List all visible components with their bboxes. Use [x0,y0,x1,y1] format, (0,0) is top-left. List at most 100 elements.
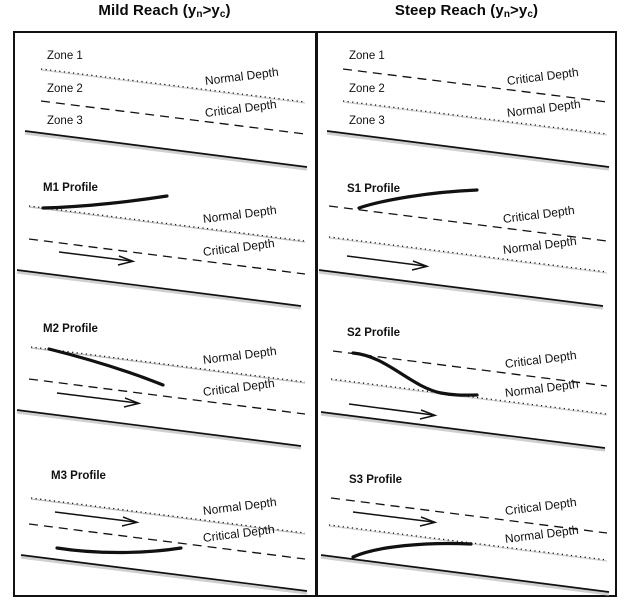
title-steep-mid: >y [510,2,528,19]
flow-arrow-head [117,255,136,266]
flow-arrow [58,251,136,266]
panel-mild-m3: M3 Profile Normal Depth Critical Depth [15,456,315,597]
flow-arrow [352,511,438,527]
s3-profile-curve [351,541,473,559]
flow-arrow-shaft [352,511,434,523]
channel-bed-shadow [16,270,302,310]
panel-steep-s2: S2 Profile Critical Depth Normal Depth [317,315,617,456]
title-mild-reach: Mild Reach (yn>yc) [13,2,316,20]
flow-arrow [346,255,430,271]
title-steep-main: Steep Reach (y [394,2,504,19]
panel-steep-s3-graphic [320,497,610,596]
flow-arrow-head [123,397,142,408]
column-steep-reach: Zone 1 Zone 2 Zone 3 Critical Depth Norm… [317,33,617,597]
flow-arrow-head [121,516,140,527]
title-mild-mid: >y [202,2,220,19]
zone-2-label: Zone 2 [47,83,83,95]
normal-depth-shadow [342,101,608,136]
critical-depth-line [330,497,608,534]
normal-depth-shadow [30,498,306,535]
critical-depth-line [28,378,306,415]
channel-bed-line [320,554,610,593]
flow-arrow-head [419,516,438,527]
normal-depth-shadow [328,237,608,274]
panel-mild-zones-graphic [24,68,308,171]
normal-depth-shadow [40,69,306,104]
m3-profile-label: M3 Profile [51,470,106,482]
critical-depth-line [28,523,306,560]
m2-profile-label: M2 Profile [43,323,98,335]
zone-1-label: Zone 1 [47,50,83,62]
normal-depth-shadow [28,206,306,243]
channel-bed-line [16,269,302,307]
channel-bed-shadow [16,410,302,450]
panel-mild-m1-graphic [16,194,306,310]
normal-depth-shadow [30,347,306,384]
panel-steep-s3: S3 Profile Critical Depth Normal Depth [317,456,617,597]
title-steep-end: ) [533,2,539,19]
channel-bed-shadow [320,412,606,452]
panel-mild-m1: M1 Profile Normal Depth Critical Depth [15,174,315,315]
s2-profile-label: S2 Profile [347,327,401,339]
flow-arrow-shaft [54,511,136,523]
flow-arrow-head [411,260,430,271]
m1-profile-curve [41,194,169,210]
column-divider [315,33,318,595]
normal-depth-line [30,497,306,534]
panel-steep-zones-graphic [326,68,610,171]
column-mild-reach: Zone 1 Zone 2 Zone 3 Normal Depth Critic… [15,33,315,595]
title-mild-sub-n: n [196,9,203,20]
zone-3-label: Zone 3 [47,115,83,127]
title-steep-sub-n: n [503,9,511,20]
flow-arrow-head [419,409,438,420]
channel-bed-line [318,269,604,307]
normal-depth-line [28,205,306,242]
channel-bed-shadow [318,270,604,310]
s3-profile-label: S3 Profile [349,474,403,486]
normal-depth-line [328,236,608,273]
panel-steep-s1-graphic [318,188,608,310]
channel-bed-shadow [24,131,308,171]
panel-mild-m3-graphic [20,497,308,595]
m3-profile-curve [55,546,183,555]
title-mild-end: ) [225,2,231,19]
critical-depth-line [28,238,306,275]
flow-arrow-shaft [348,403,434,416]
panel-mild-m2: M2 Profile Normal Depth Critical Depth [15,315,315,456]
m2-profile-curve [47,347,165,387]
channel-bed-shadow [326,131,610,171]
channel-bed-line [320,411,606,449]
panel-mild-m2-graphic [16,346,306,450]
normal-depth-line [342,100,608,135]
critical-depth-line [332,350,608,387]
flow-arrow [348,403,438,420]
channel-bed-line [326,130,610,168]
normal-depth-line [30,346,306,383]
s1-profile-curve [357,188,479,210]
s1-profile-label: S1 Profile [347,183,401,195]
flow-arrow [56,392,142,408]
zone-3-label: Zone 3 [349,115,385,127]
title-steep-sub-c: c [527,9,534,20]
m1-profile-label: M1 Profile [43,182,98,194]
normal-depth-line [328,524,608,561]
channel-bed-line [20,554,308,592]
title-mild-main: Mild Reach (y [98,2,197,19]
s2-profile-curve [351,351,479,397]
zone-1-label: Zone 1 [349,50,385,62]
channel-bed-shadow [20,555,308,595]
flow-arrow-shaft [56,392,138,404]
normal-depth-shadow [330,379,608,416]
channel-bed-line [24,130,308,168]
panel-mild-zones: Zone 1 Zone 2 Zone 3 Normal Depth Critic… [15,33,315,174]
flow-arrow-shaft [346,255,426,267]
panel-steep-zones: Zone 1 Zone 2 Zone 3 Critical Depth Norm… [317,33,617,174]
channel-bed-shadow [320,555,610,596]
titles-row: Mild Reach (yn>yc) Steep Reach (yn>yc) [0,0,628,31]
flow-arrow-shaft [58,251,132,262]
panel-steep-s1: S1 Profile Critical Depth Normal Depth [317,174,617,315]
title-steep-reach: Steep Reach (yn>yc) [316,2,617,20]
diagram-frame: Zone 1 Zone 2 Zone 3 Normal Depth Critic… [13,31,617,597]
normal-depth-line [40,68,306,103]
critical-depth-line [328,205,608,242]
